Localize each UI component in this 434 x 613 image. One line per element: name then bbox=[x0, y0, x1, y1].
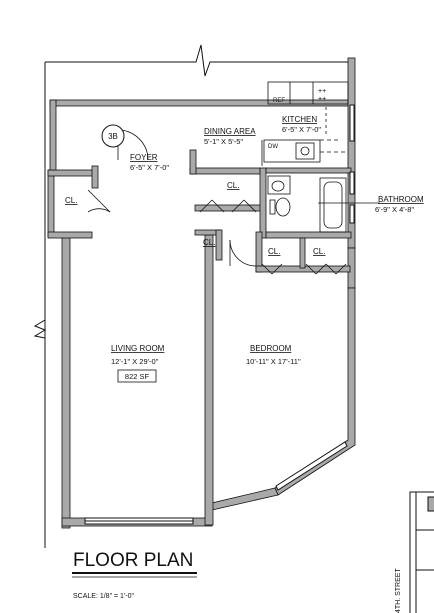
break-line-left bbox=[33, 319, 47, 339]
windows bbox=[84, 104, 355, 525]
building-key bbox=[409, 491, 434, 613]
scale-label: SCALE: 1/8" = 1'-0" bbox=[73, 593, 134, 600]
closet-label-lower-1: CL. bbox=[268, 247, 280, 256]
kitchen-dims: 6'-5" X 7'-0" bbox=[282, 125, 321, 134]
dining-name: DINING AREA bbox=[204, 127, 256, 136]
stove-burners: ++ bbox=[318, 88, 326, 95]
foyer-dims: 6'-5" X 7'-0" bbox=[130, 163, 169, 172]
plan-title: FLOOR PLAN bbox=[73, 550, 193, 571]
kitchen-counter bbox=[261, 81, 349, 166]
ref-label: REF bbox=[273, 98, 285, 104]
bedroom-name: BEDROOM bbox=[250, 344, 292, 353]
living-name: LIVING ROOM bbox=[111, 344, 165, 353]
unit-marker bbox=[101, 124, 125, 148]
living-area-box bbox=[117, 369, 157, 383]
kitchen-name: KITCHEN bbox=[282, 115, 317, 124]
dw-label: DW bbox=[268, 144, 278, 150]
living-area: 822 SF bbox=[125, 372, 150, 381]
bedroom-dims: 10'-11" X 17'-11" bbox=[246, 357, 301, 366]
closet-label-small: CL. bbox=[203, 238, 215, 247]
stove-burners-2: ++ bbox=[318, 96, 326, 103]
bathroom-fixtures bbox=[267, 175, 347, 233]
closet-label-lower-2: CL. bbox=[313, 247, 325, 256]
bathroom-dims: 6'-9" X 4'-8" bbox=[375, 205, 414, 214]
street-label: 4TH. STREET bbox=[395, 568, 402, 613]
closet-label-hall: CL. bbox=[227, 181, 239, 190]
walls bbox=[47, 57, 356, 529]
dining-dims: 5'-1" X 5'-5" bbox=[204, 137, 243, 146]
break-line-top bbox=[45, 44, 338, 77]
foyer-name: FOYER bbox=[130, 153, 158, 162]
bathroom-name: BATHROOM bbox=[378, 195, 424, 204]
closet-label-foyer: CL. bbox=[65, 196, 77, 205]
unit-label: 3B bbox=[108, 132, 118, 141]
living-dims: 12'-1" X 29'-0" bbox=[111, 357, 159, 366]
